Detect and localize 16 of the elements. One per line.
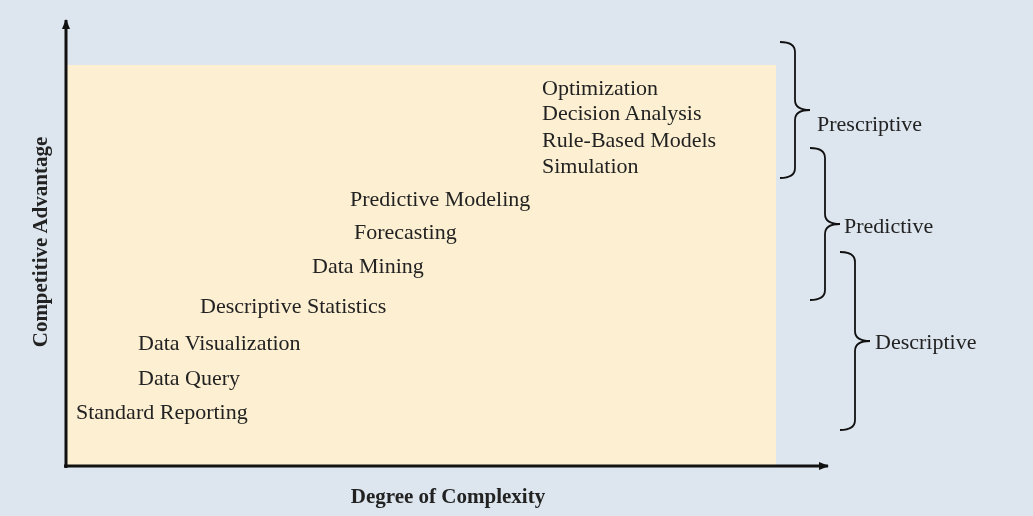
axis-title: Degree of Complexity bbox=[350, 483, 546, 509]
group-label: Descriptive bbox=[875, 329, 977, 355]
category-label: Standard Reporting bbox=[76, 399, 248, 425]
group-label: Predictive bbox=[844, 213, 934, 239]
category-label: Decision Analysis bbox=[542, 100, 702, 126]
category-label: Simulation bbox=[542, 153, 639, 179]
group-label: Prescriptive bbox=[817, 111, 923, 137]
category-label: Descriptive Statistics bbox=[200, 293, 387, 319]
axis-title: Competitive Advantage bbox=[27, 136, 53, 348]
category-label: Data Query bbox=[138, 365, 240, 391]
category-label: Optimization bbox=[542, 75, 659, 101]
category-label: Predictive Modeling bbox=[350, 186, 531, 212]
category-label: Forecasting bbox=[354, 219, 457, 245]
category-label: Rule-Based Models bbox=[542, 127, 717, 153]
category-label: Data Mining bbox=[312, 253, 424, 279]
category-label: Data Visualization bbox=[138, 330, 301, 356]
